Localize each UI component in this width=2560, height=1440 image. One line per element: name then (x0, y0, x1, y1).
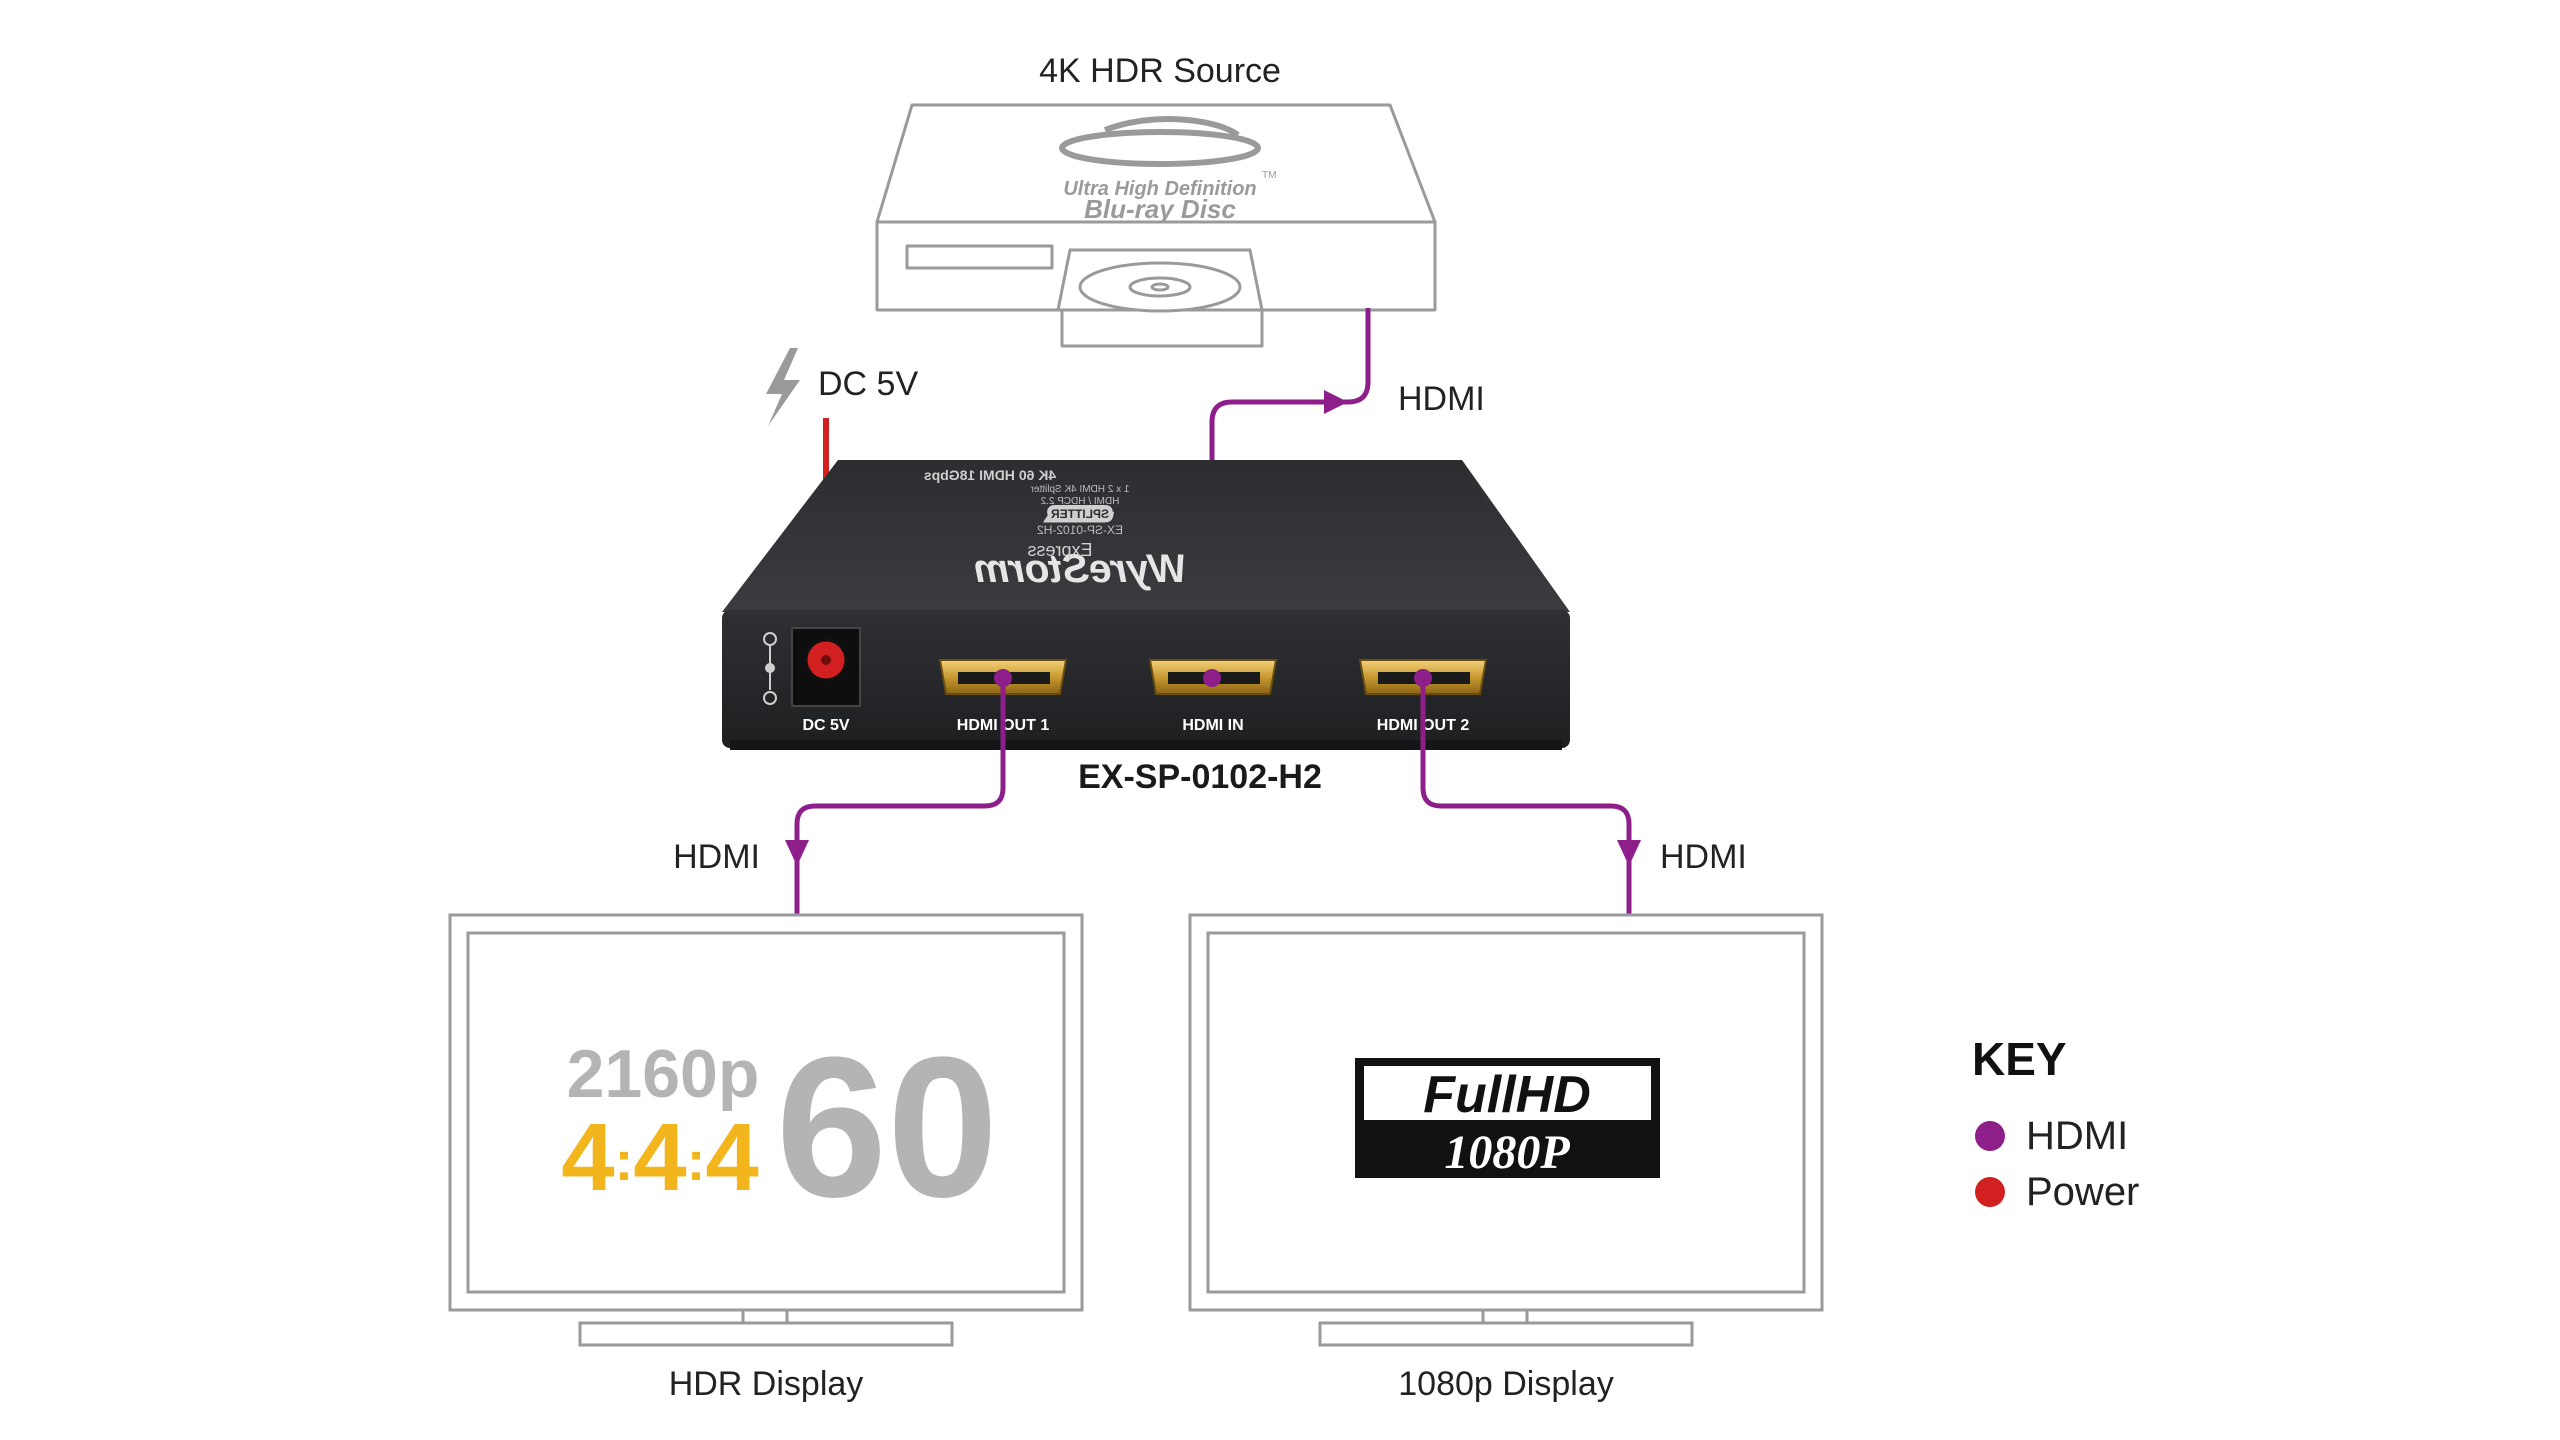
source-title: 4K HDR Source (1039, 52, 1281, 90)
hdmi-arrow-out2 (1617, 840, 1641, 866)
device-model-label: EX-SP-0102-H2 (1078, 758, 1322, 796)
bluray-logo-line2: Blu-ray Disc (1084, 194, 1236, 224)
hdr-display-caption: HDR Display (669, 1365, 864, 1403)
legend-title: KEY (1972, 1033, 2067, 1085)
hdmi-cable-out2 (1420, 678, 1632, 915)
hdmi-cable-input (1209, 308, 1371, 678)
hdr-res-text: 2160p (567, 1036, 760, 1112)
hdmi-arrow-input (1324, 390, 1348, 414)
hdmi-out2-label: HDMI (1660, 838, 1747, 876)
hdr-fps-text: 60 (776, 1016, 998, 1239)
port-in-label: HDMI IN (1182, 717, 1243, 734)
device-top-print: WyreStorm Express EX-SP-0102-H2 SPLITTER… (924, 467, 1187, 591)
device-top-spec2: 1 x 2 HDMI 4K Splitter (1030, 484, 1130, 495)
fullhd-display-caption: 1080p Display (1398, 1365, 1613, 1403)
power-symbol-icon (763, 632, 777, 705)
device-top-model: EX-SP-0102-H2 (1037, 523, 1123, 537)
fullhd-badge: FullHD 1080P (1355, 1058, 1660, 1179)
fullhd-badge-bottom: 1080P (1444, 1126, 1570, 1179)
bluray-logo: Ultra High Definition Blu-ray Disc TM (1059, 116, 1276, 224)
hdr-display (448, 913, 1084, 1347)
hdmi-in-plug (1203, 669, 1221, 687)
hdmi-out1-label: HDMI (673, 838, 760, 876)
legend-power-swatch (1975, 1177, 2005, 1207)
hdmi-arrow-out1 (785, 840, 809, 866)
device-brand: WyreStorm (974, 547, 1187, 591)
device-top-spec3: HDMI / HDCP 2.2 (1040, 496, 1119, 507)
legend-hdmi-swatch (1975, 1121, 2005, 1151)
bluray-logo-tm: TM (1262, 170, 1276, 181)
bluray-logo-line1: Ultra High Definition (1063, 178, 1256, 200)
port-dc-label: DC 5V (802, 717, 849, 734)
splitter-device: WyreStorm Express EX-SP-0102-H2 SPLITTER… (722, 460, 1570, 750)
power-label: DC 5V (818, 365, 918, 403)
hdr-chroma-text: 4:4:4 (561, 1104, 758, 1211)
lightning-icon (766, 348, 800, 426)
hdmi-cable-out1 (794, 678, 1006, 915)
device-top-spec1: 4K 60 HDMI 18Gbps (924, 467, 1056, 483)
legend-power-label: Power (2026, 1170, 2139, 1214)
fullhd-badge-top: FullHD (1423, 1066, 1591, 1124)
device-top-badge: SPLITTER (1051, 507, 1109, 521)
hdmi-input-label: HDMI (1398, 380, 1485, 418)
legend: KEY HDMI Power (1972, 1033, 2139, 1214)
device-brand-sub: Express (1027, 540, 1092, 560)
legend-hdmi-label: HDMI (2026, 1114, 2128, 1158)
bluray-player (875, 103, 1437, 348)
